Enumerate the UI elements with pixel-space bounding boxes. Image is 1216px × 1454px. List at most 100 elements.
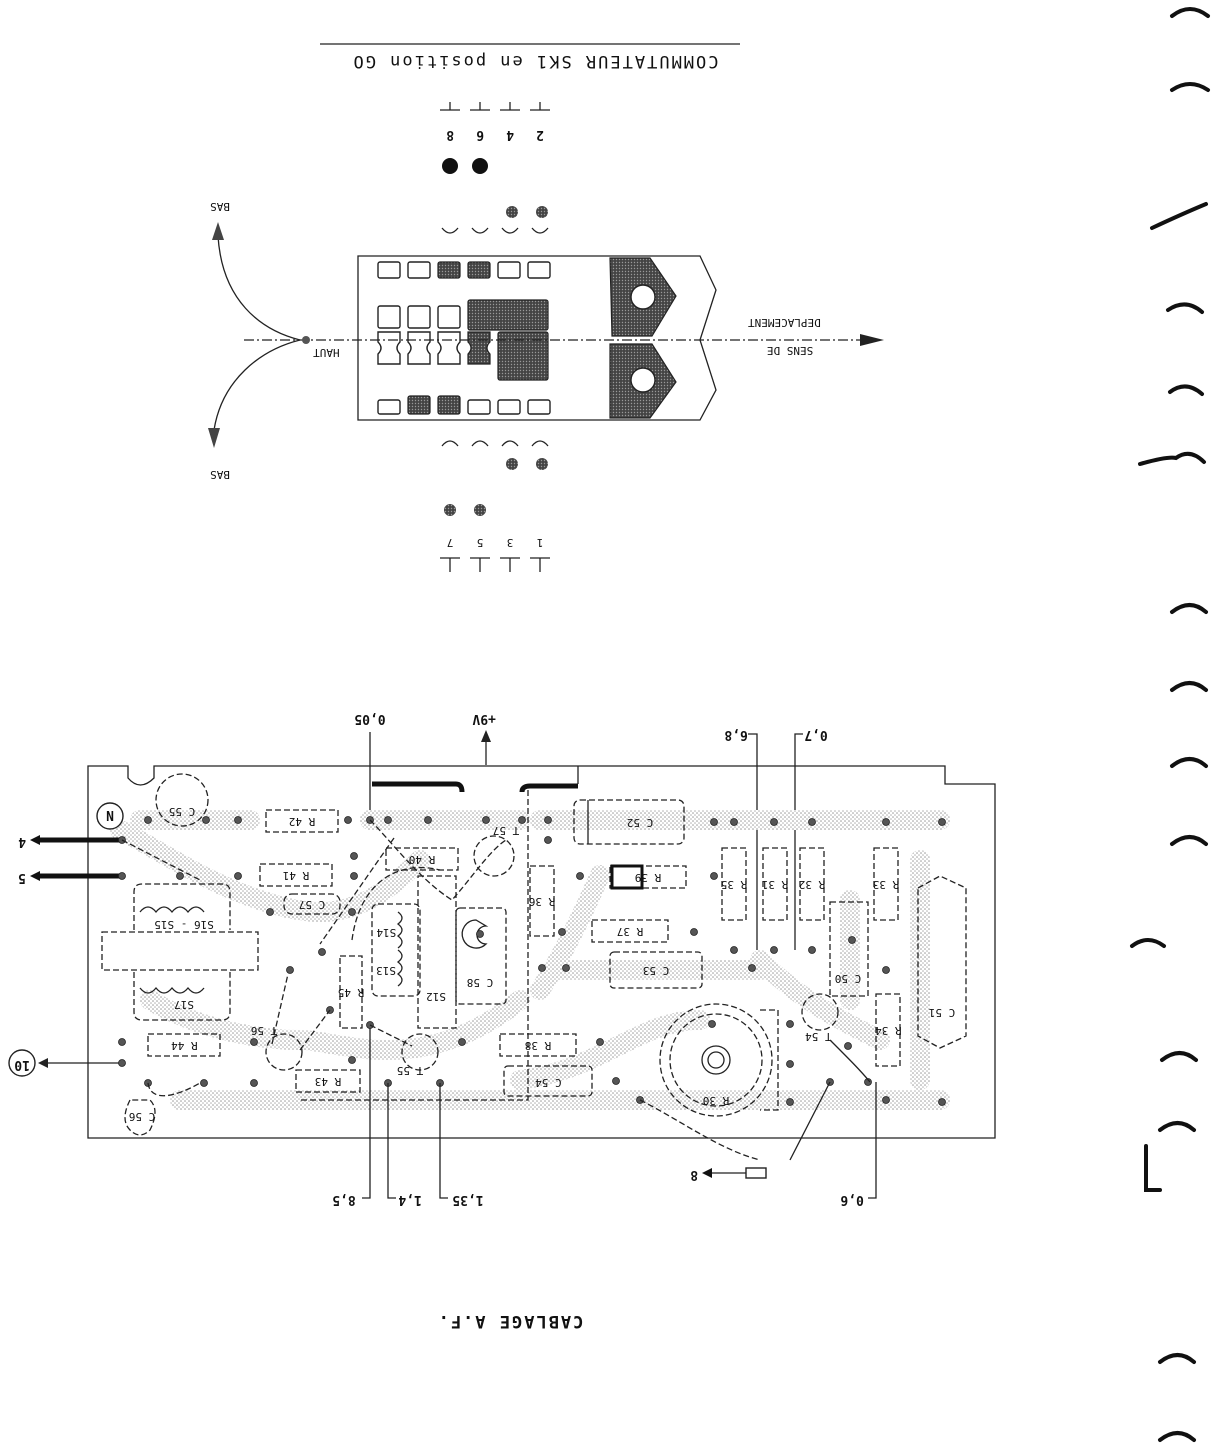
contact-terminal: [500, 102, 520, 111]
resistor-r39: R 39: [609, 864, 687, 890]
switch-slider: [467, 331, 491, 365]
resistor-r39-label: R 39: [635, 871, 662, 884]
resistor-r32-label: R 32: [799, 878, 826, 891]
arrow-down-icon: [208, 428, 220, 448]
ground-bus: [300, 790, 529, 1101]
resistor-r44: R 44: [147, 1033, 221, 1057]
potentiometer-r30-label: R 30: [703, 1094, 730, 1107]
transformer-s17: S17: [133, 972, 231, 1021]
binder-hole-mark: [1130, 938, 1166, 948]
resistor-r37-label: R 37: [617, 925, 644, 938]
binder-hole-mark: [1170, 757, 1208, 768]
resistor-r36: R 36: [529, 865, 555, 937]
transistor-t54-label: T 54: [805, 1030, 832, 1043]
transistor-t56: T 56: [251, 1024, 303, 1071]
switch-pad: [377, 305, 401, 329]
resistor-r31: R 31: [762, 847, 789, 921]
solder-pads: [118, 816, 946, 1106]
resistor-r45: R 45: [338, 955, 364, 1029]
capacitor-c58-label: C 58: [467, 976, 494, 989]
resistor-r38-label: R 38: [525, 1039, 552, 1052]
top-contact-terminals: 8 6 4 2: [440, 102, 550, 234]
contact-spring: [441, 440, 459, 447]
test-lead: [362, 1028, 371, 1199]
capacitor-c52-label: C 52: [627, 816, 654, 829]
direction-label-line1: SENS DE: [767, 344, 813, 357]
transformer-s15-s16: S16 - S15: [133, 883, 231, 931]
capacitor-c55-label: C 55: [169, 805, 196, 818]
contact-dot: [536, 206, 548, 218]
resistor-r41: R 41: [259, 863, 333, 887]
terminal-n-circle: [96, 802, 124, 830]
binder-hole-mark: [1168, 384, 1204, 396]
switch-slider: [437, 331, 461, 365]
contact-spring: [471, 227, 489, 234]
shield-wire: [372, 781, 465, 793]
contact-dot: [506, 458, 518, 470]
contact-number-5: 5: [477, 536, 484, 549]
resistor-r32: R 32: [799, 847, 826, 921]
contact-terminal: [470, 557, 490, 572]
voltage-label: +9V: [472, 711, 496, 726]
resistor-r44-label: R 44: [171, 1039, 198, 1052]
binder-hole-mark: [1160, 1051, 1198, 1062]
arc-down: [213, 339, 301, 431]
capacitor-c58: C 58: [455, 907, 507, 1005]
wire-4-label: 4: [18, 834, 26, 849]
transistor-t57: T 57: [473, 824, 520, 877]
switch-pad: [407, 261, 431, 279]
resistor-r31-label: R 31: [762, 878, 789, 891]
switch-title: COMMUTATEUR SK1 en position GO: [351, 51, 718, 71]
arrow-up-icon: [212, 222, 224, 240]
contact-spring: [441, 227, 459, 234]
direction-label-line2: DEPLACEMENT: [748, 316, 821, 329]
pcb-board: 0,05 +9V 6,8 0,7: [8, 711, 996, 1331]
direction-arrow-icon: [860, 334, 884, 346]
switch-pad: [407, 395, 431, 415]
contact-dot: [474, 504, 486, 516]
capacitor-c53: C 53: [609, 951, 703, 989]
contact-number-2: 2: [536, 127, 544, 142]
capacitor-c51: C 51: [917, 875, 967, 1049]
board-outline: [87, 765, 996, 1139]
binder-hole-mark: [1166, 302, 1204, 314]
arrow-left-icon: [38, 1058, 48, 1068]
binder-hole-mark: [1170, 82, 1210, 92]
capacitor-c57: C 57: [283, 893, 341, 915]
switch-pad: [467, 261, 491, 279]
binder-marks: [1130, 7, 1210, 1442]
switch-pad: [497, 399, 521, 415]
switch-pad: [437, 261, 461, 279]
voltage-label: 1,35: [452, 1192, 483, 1207]
switch-body: [357, 255, 717, 421]
capacitor-c56: C 56: [124, 1099, 156, 1136]
contact-closed-dot: [472, 158, 488, 174]
pivot-point: [302, 336, 310, 344]
capacitor-c54: C 54: [503, 1065, 593, 1097]
voltage-label: 6,8: [724, 727, 748, 742]
test-lead: [794, 733, 803, 950]
contact-number-1: 1: [537, 536, 544, 549]
switch-pad: [437, 305, 461, 329]
coil-block-s13-s14: S14 S13: [371, 903, 421, 997]
resistor-r33: R 33: [873, 847, 899, 921]
capacitor-c51-label: C 51: [929, 1006, 956, 1019]
transistor-t55-label: T 55: [397, 1064, 424, 1077]
transistor-t57-label: T 57: [493, 824, 520, 837]
resistor-r34-label: R 34: [875, 1024, 902, 1037]
terminal-10-label: 10: [14, 1057, 30, 1072]
binder-hole-mark: [1158, 1353, 1196, 1364]
voltage-labels-bottom: 8,5 1,4 1,35 0,6 8: [332, 1028, 877, 1207]
contact-terminal: [530, 557, 550, 572]
coil-s14-label: S14: [376, 926, 396, 939]
potentiometer-r30: R 30: [659, 1003, 779, 1117]
arc-up: [217, 235, 301, 341]
capacitor-c57-label: C 57: [299, 898, 326, 911]
capacitor-c55-outline: [155, 773, 209, 827]
contact-terminal: [470, 102, 490, 111]
resistor-r41-label: R 41: [283, 869, 310, 882]
arrow-left-icon: [30, 835, 40, 845]
lever-hole: [630, 367, 656, 393]
voltage-labels-top: 0,05 +9V 6,8 0,7: [354, 711, 828, 950]
capacitor-c56-label: C 56: [129, 1110, 156, 1123]
